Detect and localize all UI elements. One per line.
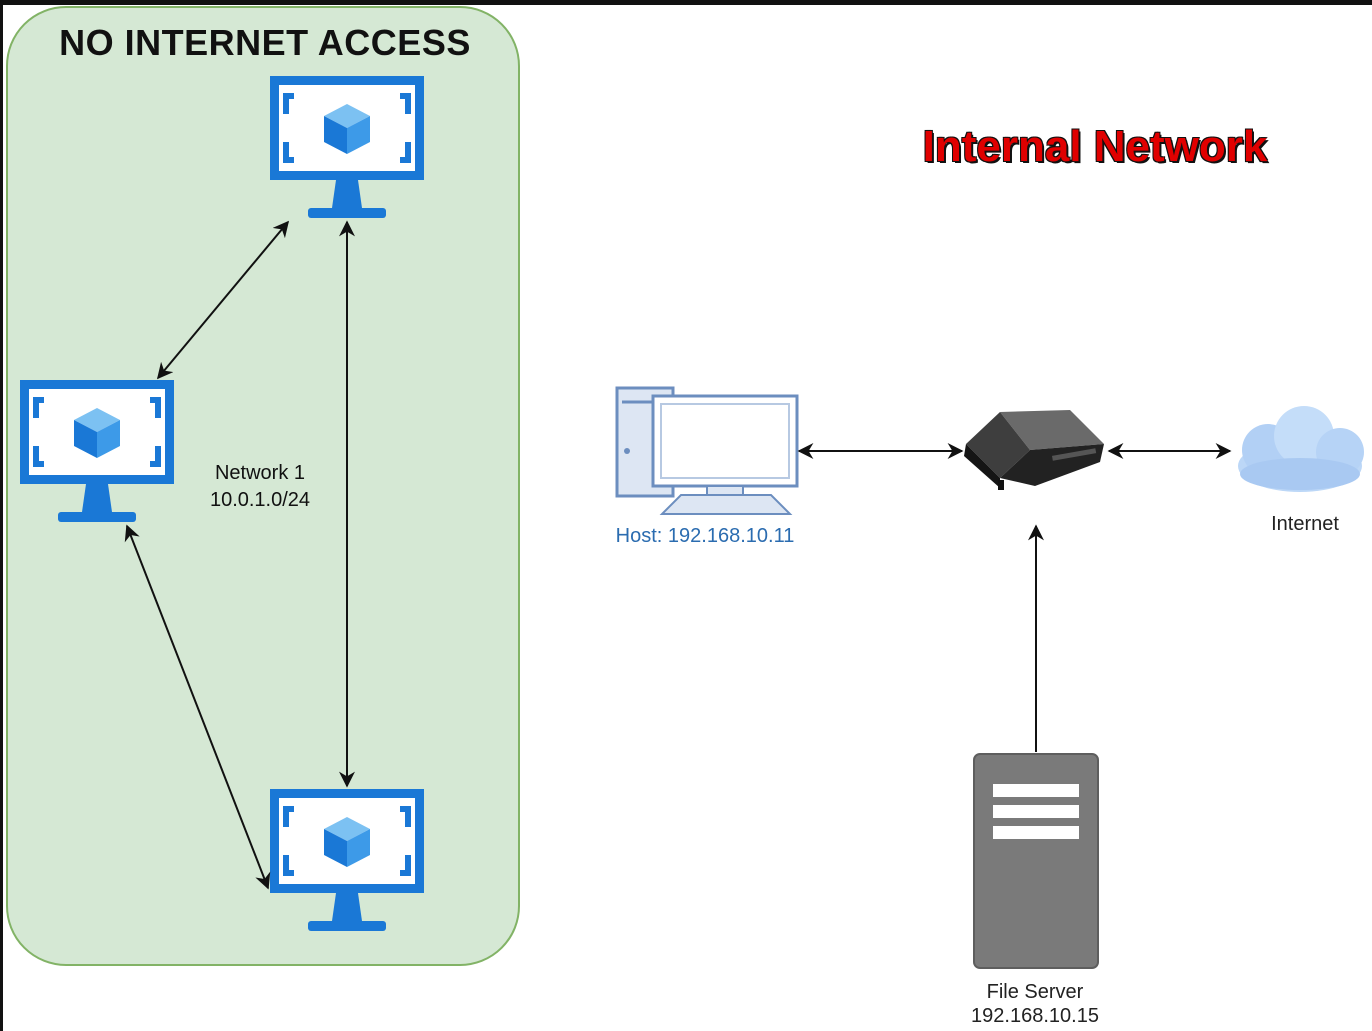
- network-subnet: 10.0.1.0/24: [209, 489, 311, 511]
- vm-left-icon: [20, 380, 174, 522]
- internal-network-title: Internal Network: [922, 122, 1268, 171]
- network-label: Network 1 10.0.1.0/24: [190, 460, 330, 514]
- vm-top-icon: [270, 76, 424, 218]
- link-left-bottom: [124, 524, 271, 890]
- left-border: [0, 0, 3, 1031]
- host-label: Host: 192.168.10.11: [615, 525, 795, 547]
- file-server-name: File Server: [986, 981, 1084, 1003]
- vm-bottom-icon: [270, 789, 424, 931]
- host-computer-icon: [615, 386, 799, 515]
- router-icon: [964, 410, 1104, 490]
- top-border: [0, 0, 1372, 5]
- internet-label: Internet: [1271, 513, 1339, 535]
- zone-title: NO INTERNET ACCESS: [59, 22, 471, 63]
- internet-cloud-icon: [1238, 406, 1364, 492]
- network-name: Network 1: [214, 462, 306, 484]
- link-top-left: [156, 220, 290, 380]
- file-server-ip: 192.168.10.15: [971, 1005, 1099, 1027]
- file-server-icon: [973, 753, 1099, 969]
- file-server-label: File Server 192.168.10.15: [940, 980, 1130, 1028]
